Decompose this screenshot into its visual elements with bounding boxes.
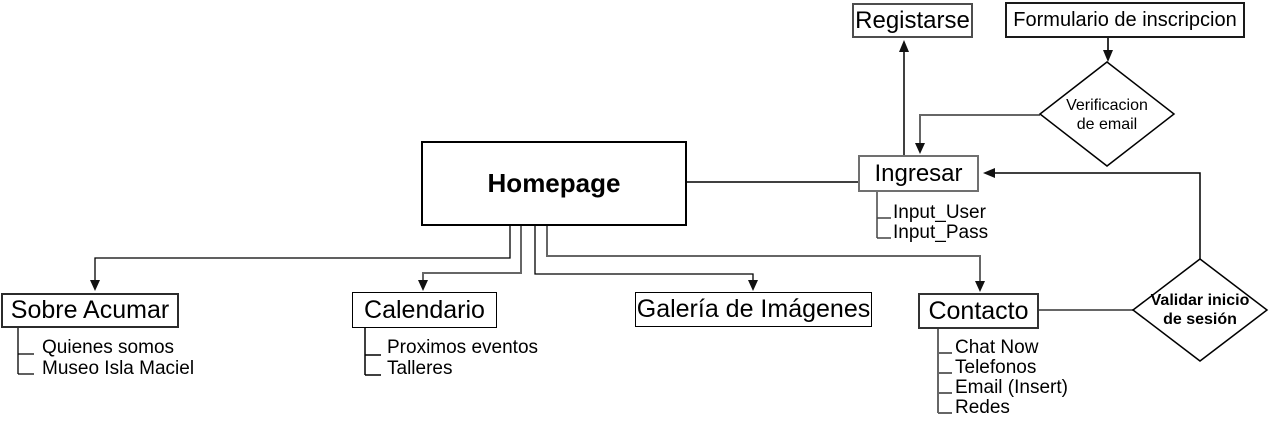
node-galeria-imagenes: Galería de Imágenes: [635, 292, 872, 327]
calendario-item-talleres: Talleres: [387, 358, 453, 379]
contacto-item-telefonos: Telefonos: [955, 357, 1037, 378]
node-galeria-label: Galería de Imágenes: [636, 295, 871, 323]
sobre-acumar-item-museo-isla-maciel: Museo Isla Maciel: [42, 358, 195, 379]
node-registarse-label: Registarse: [855, 6, 970, 34]
diamond-validar-line2: de sesión: [1163, 311, 1237, 328]
node-contacto-label: Contacto: [928, 296, 1029, 325]
sobre-acumar-item-quienes-somos: Quienes somos: [42, 337, 175, 358]
node-formulario-label: Formulario de inscripcion: [1013, 8, 1237, 31]
calendario-item-proximos-eventos: Proximos eventos: [387, 337, 539, 358]
ingresar-item-input-user: Input_User: [893, 202, 986, 223]
node-contacto: Contacto: [918, 293, 1039, 329]
node-homepage: Homepage: [421, 141, 687, 226]
node-formulario-inscripcion: Formulario de inscripcion: [1005, 2, 1245, 38]
diamond-verificacion-label: Verificacion de email: [1040, 96, 1174, 134]
node-sobre-acumar-label: Sobre Acumar: [10, 296, 170, 324]
node-calendario: Calendario: [352, 292, 497, 328]
connector-validar-ingresar: [983, 168, 1201, 259]
bracket-sobre-acumar-items: [17, 328, 34, 375]
connector-homepage-galeria: [534, 226, 758, 291]
contacto-item-email-insert: Email (Insert): [955, 377, 1068, 398]
node-registarse: Registarse: [852, 3, 973, 38]
connector-formulario-verificacion: [1103, 38, 1113, 62]
connector-verificacion-ingresar: [915, 114, 1040, 154]
bracket-contacto-items: [937, 329, 952, 414]
bracket-ingresar-items: [876, 192, 891, 239]
connector-homepage-contacto: [546, 226, 985, 292]
bracket-calendario-items: [364, 328, 381, 376]
diamond-verificacion-line2: de email: [1076, 116, 1138, 133]
diamond-verificacion-email: [1038, 61, 1176, 167]
contacto-item-redes: Redes: [955, 397, 1010, 418]
diamond-verificacion-line1: Verificacion: [1066, 97, 1148, 114]
connector-homepage-calendario: [418, 226, 522, 291]
node-ingresar: Ingresar: [858, 155, 979, 192]
node-calendario-label: Calendario: [364, 295, 485, 324]
connector-homepage-sobre-acumar: [90, 226, 511, 291]
node-sobre-acumar: Sobre Acumar: [1, 293, 179, 328]
ingresar-item-input-pass: Input_Pass: [893, 222, 989, 243]
node-homepage-label: Homepage: [487, 168, 621, 198]
diamond-validar-label: Validar inicio de sesión: [1133, 291, 1267, 329]
connector-ingresar-registarse: [899, 40, 909, 155]
node-ingresar-label: Ingresar: [874, 159, 963, 187]
contacto-item-chat-now: Chat Now: [955, 337, 1039, 358]
diamond-validar-inicio-sesion: [1131, 258, 1269, 362]
diamond-validar-line1: Validar inicio: [1150, 292, 1250, 309]
